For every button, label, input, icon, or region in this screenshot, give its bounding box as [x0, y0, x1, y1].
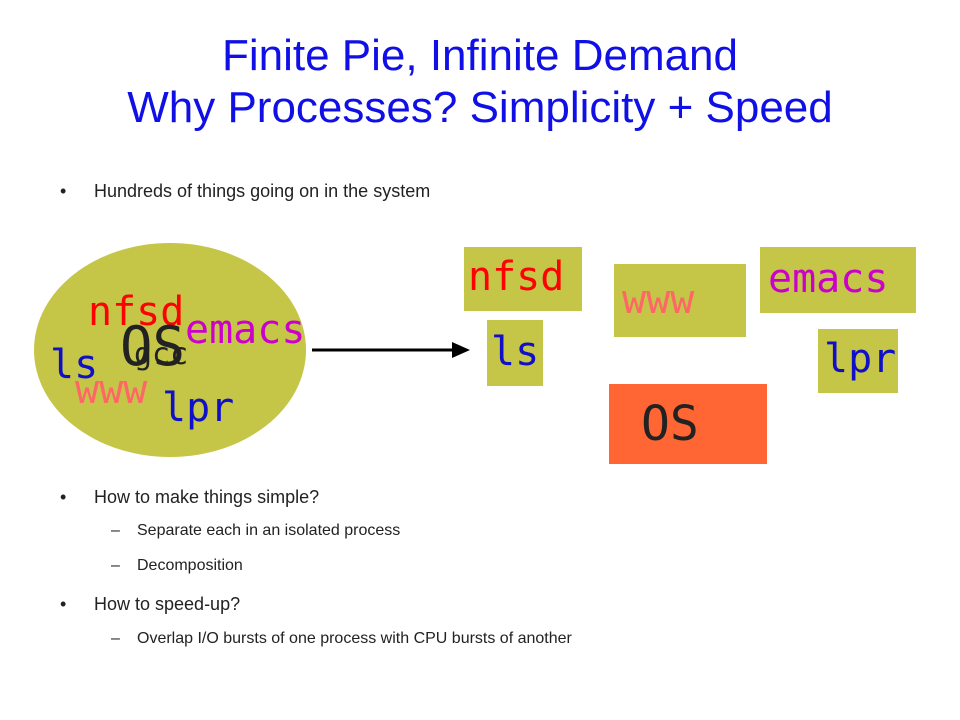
process-box-emacs: emacs [760, 247, 916, 313]
process-label-nfsd: nfsd [468, 254, 565, 300]
oval-label-os: OS [120, 315, 186, 378]
oval-label-emacs: emacs [185, 307, 306, 353]
process-label-lpr: lpr [824, 336, 897, 382]
process-label-www: www [622, 277, 695, 323]
sub-bullet-overlap: – Overlap I/O bursts of one process with… [111, 630, 572, 648]
process-box-lpr: lpr [818, 329, 898, 393]
oval-label-www: www [75, 367, 148, 413]
oval-label-nfsd: nfsd [88, 289, 185, 335]
system-oval [34, 243, 306, 457]
process-label-ls: ls [491, 329, 540, 375]
slide-title: Finite Pie, Infinite Demand Why Processe… [0, 30, 960, 134]
sub-bullet-dash: – [111, 557, 120, 574]
bullet-dot: • [60, 181, 67, 201]
bullet-simple: • How to make things simple? [60, 487, 320, 508]
sub-bullet-separate: – Separate each in an isolated process [111, 522, 401, 540]
process-box-ls: ls [487, 320, 543, 386]
sub-bullet-text: Decomposition [137, 557, 243, 574]
bullet-speedup: • How to speed-up? [60, 594, 241, 615]
title-line-1: Finite Pie, Infinite Demand [221, 31, 739, 80]
bullet-hundreds: • Hundreds of things going on in the sys… [60, 181, 431, 202]
oval-label-lpr: lpr [162, 385, 235, 431]
sub-bullet-dash: – [111, 522, 120, 539]
sub-bullet-text: Separate each in an isolated process [137, 522, 401, 539]
process-box-nfsd: nfsd [464, 247, 582, 311]
process-label-emacs: emacs [768, 256, 889, 302]
bullet-dot: • [60, 594, 67, 614]
bullet-dot: • [60, 487, 67, 507]
title-line-2: Why Processes? Simplicity + Speed [127, 83, 833, 132]
sub-bullet-decomposition: – Decomposition [111, 557, 243, 575]
process-box-www: www [614, 264, 746, 337]
process-box-os: OS [609, 384, 767, 464]
sub-bullet-dash: – [111, 630, 120, 647]
bullet-text: Hundreds of things going on in the syste… [94, 181, 431, 201]
bullet-text: How to speed-up? [94, 594, 241, 614]
right-arrow-icon [312, 342, 470, 358]
sub-bullet-text: Overlap I/O bursts of one process with C… [137, 630, 572, 647]
oval-label-ls: ls [50, 342, 99, 388]
process-label-os: OS [641, 396, 699, 452]
bullet-text: How to make things simple? [94, 487, 320, 507]
oval-label-gcc: gcc [134, 337, 189, 372]
